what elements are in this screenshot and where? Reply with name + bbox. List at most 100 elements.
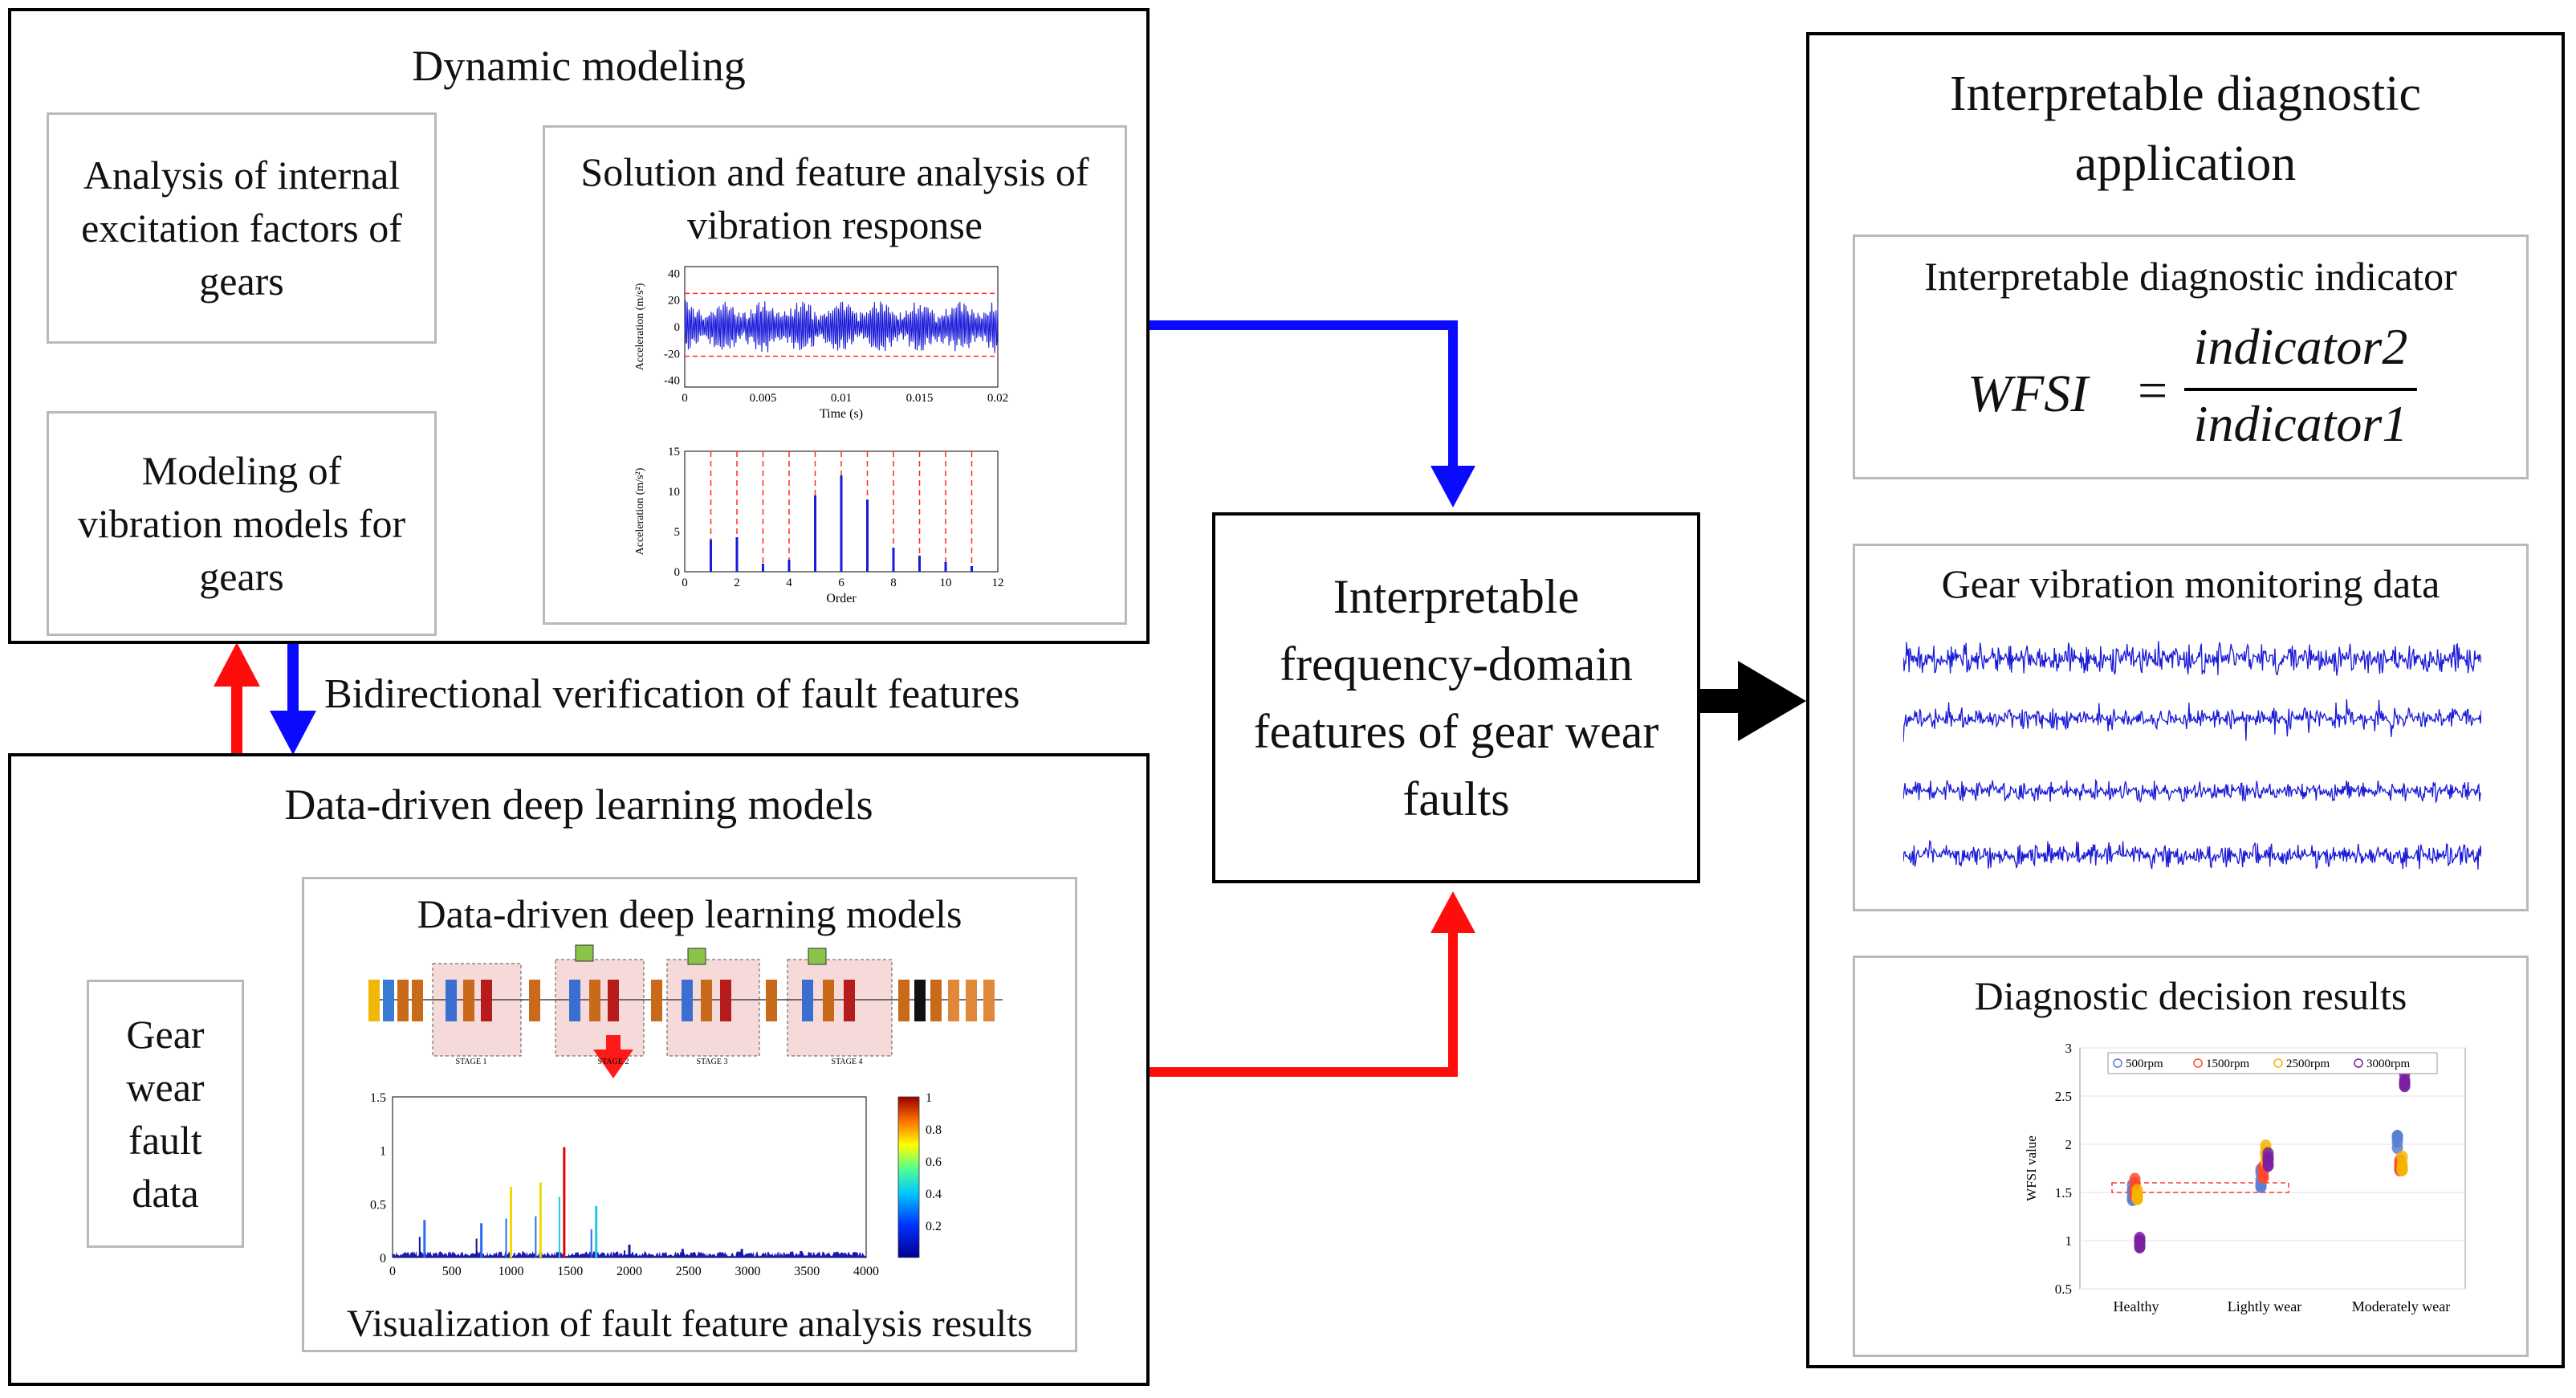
network-layer-20 <box>914 980 926 1021</box>
colorbar-tick-3: 0.4 <box>926 1188 942 1201</box>
blue-arrowhead-center <box>1430 466 1475 507</box>
order-ytick-0: 15 <box>668 446 680 459</box>
order-xtick-4: 8 <box>890 577 897 589</box>
decision-point-s2-c0-5 <box>2131 1192 2143 1205</box>
network-layer-24 <box>983 980 995 1021</box>
decision-category-1: Lightly wear <box>2228 1298 2301 1314</box>
network-layer-12 <box>682 980 693 1021</box>
time-ytick-4: -40 <box>664 375 680 388</box>
decision-ytick-4: 1 <box>2065 1233 2073 1249</box>
network-layer-9 <box>589 980 600 1021</box>
spectrum-ytick-2: 0.5 <box>370 1198 386 1212</box>
network-layer-2 <box>397 980 409 1021</box>
order-xtick-2: 4 <box>786 577 792 589</box>
monitoring-data-title: Gear vibration monitoring data <box>1941 561 2440 606</box>
red-arrowhead-center <box>1430 891 1475 933</box>
network-layer-19 <box>898 980 910 1021</box>
vibration-signals-plot <box>1903 641 2481 870</box>
spectrum-xtick-8: 4000 <box>853 1265 879 1278</box>
threshold-band <box>2111 1182 2289 1193</box>
decision-point-s3-c2-5 <box>2399 1079 2411 1093</box>
order-xlabel: Order <box>826 592 857 605</box>
stage-label-4: STAGE 4 <box>832 1058 863 1066</box>
time-xtick-0: 0 <box>682 392 688 405</box>
network-layer-23 <box>966 980 977 1021</box>
legend-marker-circle <box>2113 1058 2122 1068</box>
decision-ytick-5: 0.5 <box>2055 1282 2072 1297</box>
frequency-domain-features-label: Interpretable frequency-domain features … <box>1253 570 1659 825</box>
visualization-caption: Visualization of fault feature analysis … <box>346 1302 1033 1345</box>
decision-point-s2-c2-5 <box>2396 1163 2408 1176</box>
deep-learning-panel: Data-driven deep learning models Gear we… <box>8 753 1150 1386</box>
network-layer-6 <box>481 980 492 1021</box>
spectrum-xtick-0: 0 <box>389 1265 396 1278</box>
attention-module-0 <box>575 944 594 962</box>
red-down-arrow-net <box>593 1050 633 1078</box>
wfsi-formula: WFSI = indicator2 indicator1 <box>1968 317 2417 462</box>
bidirectional-verification-label: Bidirectional verification of fault feat… <box>324 671 1020 717</box>
frequency-domain-features-box: Interpretable frequency-domain features … <box>1212 512 1700 883</box>
network-layer-4 <box>446 980 457 1021</box>
decision-point-s3-c1-5 <box>2262 1152 2274 1166</box>
time-ytick-1: 20 <box>668 295 680 308</box>
time-xtick-2: 0.01 <box>831 392 852 405</box>
colorbar-tick-0: 1 <box>926 1092 932 1105</box>
decision-ytick-3: 1.5 <box>2055 1185 2072 1200</box>
legend-marker-square <box>2193 1058 2203 1068</box>
network-layer-10 <box>608 980 619 1021</box>
network-layer-0 <box>368 980 380 1021</box>
black-arrowhead-right <box>1738 661 1806 741</box>
spectrum-ytick-1: 1 <box>380 1145 386 1159</box>
time-xlabel: Time (s) <box>820 407 863 421</box>
network-layer-22 <box>948 980 959 1021</box>
formula-fraction-bar <box>2184 388 2417 391</box>
legend-label-3: 3000rpm <box>2366 1058 2410 1070</box>
spectrum-ytick-0: 1.5 <box>370 1092 386 1105</box>
monitoring-signal-3 <box>1903 840 2481 870</box>
deep-learning-inner-title: Data-driven deep learning models <box>417 891 962 936</box>
order-ylabel: Acceleration (m/s²) <box>634 467 646 555</box>
decision-results-title: Diagnostic decision results <box>1974 973 2407 1018</box>
decision-ytick-1: 2.5 <box>2055 1089 2072 1104</box>
stage-label-1: STAGE 1 <box>456 1058 487 1066</box>
decision-point-s0-c2-5 <box>2391 1129 2403 1143</box>
spectrum-ytick-3: 0 <box>380 1252 386 1266</box>
red-arrow-to-center <box>1148 922 1458 1077</box>
network-layer-11 <box>651 980 662 1021</box>
order-xtick-1: 2 <box>734 577 740 589</box>
decision-ytick-2: 2 <box>2065 1137 2073 1152</box>
formula-equals: = <box>2138 361 2168 420</box>
excitation-analysis-box: Analysis of internal excitation factors … <box>47 112 437 344</box>
time-ylabel: Acceleration (m/s²) <box>634 283 646 370</box>
time-xtick-1: 0.005 <box>750 392 777 405</box>
time-xtick-4: 0.02 <box>987 392 1008 405</box>
order-ytick-3: 0 <box>674 566 681 579</box>
network-layer-3 <box>412 980 423 1021</box>
red-up-arrowhead <box>214 642 260 687</box>
blue-arrow-to-center <box>1148 320 1458 478</box>
order-ytick-2: 5 <box>674 526 681 539</box>
dynamic-modeling-title: Dynamic modeling <box>412 42 746 90</box>
formula-numerator: indicator2 <box>2193 318 2408 375</box>
colorbar-tick-2: 0.6 <box>926 1155 942 1169</box>
order-ytick-1: 10 <box>668 486 680 499</box>
network-architecture-diagram: STAGE 1 STAGE 2 STAGE 3 STAGE 4 <box>368 944 1003 1078</box>
spectrum-xtick-1: 500 <box>442 1265 462 1278</box>
network-layer-13 <box>701 980 712 1021</box>
indicator-box: Interpretable diagnostic indicator WFSI … <box>1853 234 2529 479</box>
application-title: Interpretable diagnostic application <box>1949 67 2422 191</box>
diagnostic-application-panel: Interpretable diagnostic application Int… <box>1806 32 2565 1368</box>
decision-legend-frame <box>2107 1052 2438 1074</box>
spectrum-xtick-3: 1500 <box>557 1265 583 1278</box>
network-layer-18 <box>844 980 855 1021</box>
spectrum-xtick-2: 1000 <box>499 1265 524 1278</box>
order-xtick-3: 6 <box>838 577 844 589</box>
colorbar-tick-4: 0.2 <box>926 1220 942 1233</box>
formula-lhs: WFSI <box>1968 365 2089 423</box>
spectrum-xtick-5: 2500 <box>676 1265 702 1278</box>
network-layer-14 <box>720 980 731 1021</box>
monitoring-signal-1 <box>1903 699 2481 743</box>
